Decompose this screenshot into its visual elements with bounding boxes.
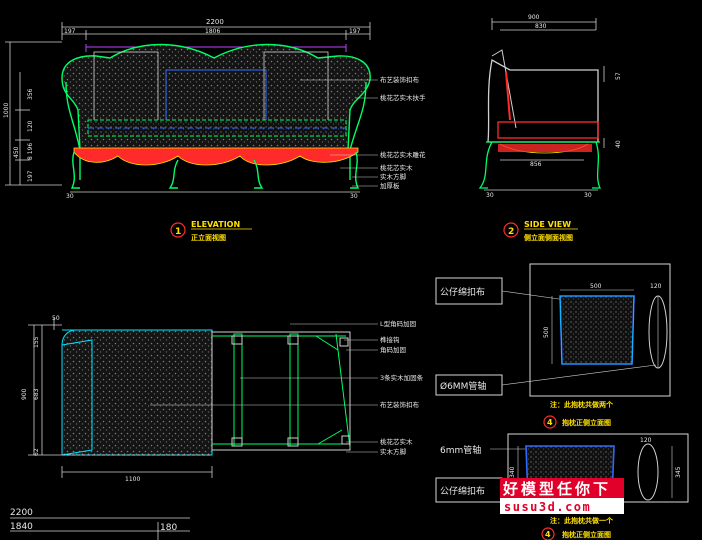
plan-note-foot: 实木方脚: [380, 447, 407, 456]
note-armrest: 桃花芯实木扶手: [380, 93, 426, 102]
plan-dim-1100: 1100: [125, 476, 140, 483]
note-carving: 桃花芯实木雕花: [380, 150, 426, 159]
side-dim-900: 900: [528, 14, 540, 21]
plan-view: 50 155 900 683 62 1100: [21, 315, 424, 483]
pillow2-note: 注：此抱枕共做一个: [550, 516, 614, 525]
dim-8-196: 8 196: [27, 143, 34, 160]
pillow2-side: [637, 443, 659, 501]
watermark-url: susu3d.com: [504, 500, 591, 514]
side-title-circle: [503, 222, 519, 238]
pillow2-title-circle: [541, 527, 555, 540]
plan-note-3-bars: 3条实木加固条: [380, 373, 424, 382]
bl-dim-2200: 2200: [10, 508, 33, 518]
dim-450: 450: [13, 146, 20, 158]
side-dim-57: 57: [615, 72, 622, 80]
side-title-en: SIDE VIEW: [524, 220, 571, 229]
pillow2-title-number: 4: [545, 530, 551, 539]
pillow1-title-cn: 抱枕正侧立面图: [562, 418, 611, 427]
pillow1-dim-120: 120: [650, 283, 662, 290]
pillow2-title-cn: 抱枕正侧立面图: [562, 530, 611, 539]
plan-sofa-fabric: [61, 329, 213, 456]
dim-1806: 1806: [205, 28, 220, 35]
dim-2200: 2200: [206, 18, 224, 26]
side-title-number: 2: [508, 227, 514, 237]
elevation-title-circle: [170, 222, 186, 238]
elevation-dimensions: [5, 22, 371, 193]
side-dim-856: 856: [530, 161, 542, 168]
side-view: 900 830 57 40 856 30 30 2 SIDE VIEW 侧立面侧…: [478, 14, 622, 242]
dim-197-right: 197: [349, 28, 361, 35]
pillow1-title-circle: [543, 415, 557, 429]
side-dimensions: [484, 18, 605, 191]
side-dim-foot-right: 30: [584, 192, 592, 199]
plan-note-l-bracket: L型角码加固: [380, 319, 416, 328]
plan-note-hook: 榫接钩: [380, 335, 400, 344]
pillow1-front: [559, 295, 635, 365]
pillow1-title-number: 4: [547, 418, 553, 427]
pillow1-note: 注：此抱枕共做两个: [550, 400, 614, 409]
plan-dim-900: 900: [21, 388, 28, 400]
bottom-left-dimensions: 2200 1840 180: [10, 508, 190, 540]
dim-foot-left: 30: [66, 193, 74, 200]
pillow1-fabric-label: 公仔绵扣布: [440, 286, 485, 298]
plan-dimensions: [28, 318, 213, 478]
note-thick-board: 加厚板: [380, 181, 400, 190]
pillow2-dim-340: 340: [509, 466, 516, 478]
side-dim-foot-left: 30: [486, 192, 494, 199]
pillow-1-detail: 公仔绵扣布 Ø6MM管轴 500 500 120 注：此抱枕共做两个 4 抱枕正…: [435, 263, 671, 429]
plan-leaders: [150, 323, 378, 453]
plan-note-wood: 桃花芯实木: [380, 437, 413, 446]
side-title-cn: 侧立面侧面视图: [524, 233, 573, 242]
watermark: 好模型任你下 susu3d.com: [500, 478, 624, 514]
watermark-bg: [500, 478, 624, 498]
bl-dim-180: 180: [160, 523, 177, 533]
dim-foot-right: 30: [350, 193, 358, 200]
elevation-title-en: ELEVATION: [191, 220, 240, 229]
plan-note-fabric: 布艺装饰扣布: [380, 400, 420, 409]
side-sofa: [478, 49, 602, 189]
bl-dim-1840: 1840: [10, 522, 33, 532]
pillow1-pipe-label: Ø6MM管轴: [440, 380, 486, 392]
carved-apron: [73, 147, 359, 166]
plan-note-bracket: 角码加固: [380, 345, 406, 354]
side-dim-40: 40: [615, 140, 622, 148]
note-wood: 桃花芯实木: [380, 163, 413, 172]
pillow2-pipe-label: 6mm管轴: [440, 444, 481, 456]
pillow2-dim-120: 120: [640, 437, 652, 444]
watermark-cn: 好模型任你下: [502, 480, 611, 498]
pillow2-fabric-label: 公仔绵扣布: [440, 485, 485, 497]
plan-arm: [61, 339, 93, 456]
dim-197-left: 197: [64, 28, 76, 35]
dim-1000: 1000: [3, 103, 10, 118]
side-carved-rail: [498, 144, 592, 152]
note-fabric: 布艺装饰扣布: [380, 75, 420, 84]
elevation-title-cn: 正立面视图: [191, 233, 226, 242]
pillow1-frame: [529, 263, 671, 397]
elevation-view: 2200 197 1806 197 1000 356 120 450 8 196…: [3, 18, 426, 242]
side-dim-830: 830: [535, 23, 547, 30]
elevation-legs: [70, 151, 360, 189]
dim-197-vert: 197: [27, 170, 34, 182]
pillow1-dim-500h: 500: [543, 326, 550, 338]
plan-dim-683: 683: [33, 388, 40, 400]
plan-dim-50: 50: [52, 315, 60, 322]
pillow1-dim-500w: 500: [590, 283, 602, 290]
dim-120: 120: [27, 120, 34, 132]
pillow2-dim-345: 345: [675, 466, 682, 478]
plan-frame: [211, 331, 351, 451]
magenta-guides: [85, 44, 347, 52]
watermark-url-bg: [500, 498, 624, 514]
elevation-leaders: [300, 79, 378, 187]
plan-dim-62: 62: [33, 448, 40, 456]
note-square-foot: 实木方脚: [380, 172, 407, 181]
dim-356: 356: [27, 88, 34, 100]
elevation-title-number: 1: [175, 227, 181, 237]
plan-dim-155: 155: [33, 336, 40, 348]
